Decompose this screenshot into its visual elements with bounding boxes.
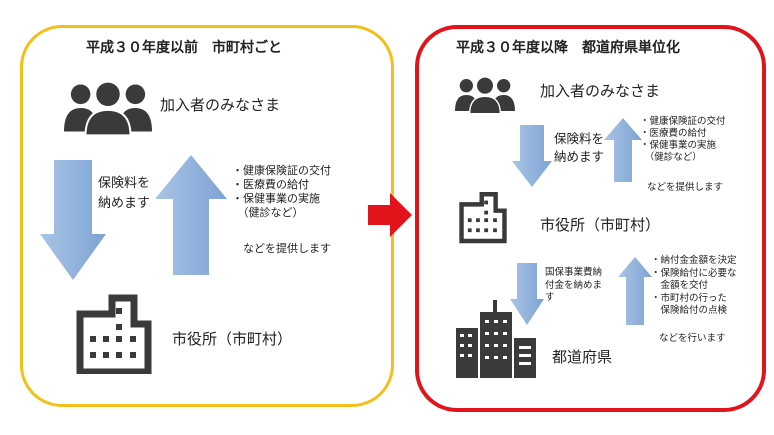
pref-service-item: 金額を交付	[651, 280, 709, 291]
services-list: ・健康保険証の交付・医療費の給付・保健事業の実施 （健診など）	[232, 164, 331, 220]
up-arrow-icon	[155, 155, 227, 275]
people-icon	[455, 76, 515, 114]
people-icon	[64, 80, 152, 136]
service-item: （健診など）	[640, 152, 702, 163]
pref-service-item: ・市町村の行った	[651, 292, 728, 304]
pay2-line: 国保事業費納	[545, 267, 603, 278]
pay-line: 保険料を	[98, 176, 151, 191]
pay2-text: 国保事業費納付金を納めます	[545, 267, 602, 305]
down-arrow-icon	[510, 263, 544, 325]
pref-service-item: ・保険給付に必要な	[651, 267, 737, 279]
members-label: 加入者のみなさま	[540, 82, 661, 100]
city-hall-icon	[459, 184, 507, 250]
pref-tail: などを行います	[659, 333, 726, 344]
service-item: ・医療費の給付	[232, 178, 309, 191]
services-tail: などを提供します	[243, 242, 331, 255]
after-title: 平成３０年度以降 都道府県単位化	[456, 40, 680, 56]
pref-service-item: ・納付金金額を決定	[651, 255, 737, 266]
transition-arrow-icon	[368, 193, 412, 237]
pay-line: 保険料を	[554, 131, 605, 146]
pref-services-list: ・納付金金額を決定・保険給付に必要な 金額を交付・市町村の行った 保険給付の点検	[651, 255, 737, 318]
pay-line: 納めます	[554, 149, 605, 164]
service-item: ・健康保険証の交付	[640, 116, 726, 127]
down-arrow-icon	[40, 160, 106, 280]
after-panel	[415, 25, 766, 412]
down-arrow-icon	[512, 125, 552, 187]
pay2-line: す	[545, 292, 555, 303]
city-hall-icon	[76, 294, 152, 374]
prefecture-label: 都道府県	[552, 348, 613, 366]
pay2-line: 付金を納めま	[545, 279, 603, 291]
pay-text: 保険料を納めます	[98, 174, 150, 214]
service-item: （健診など）	[232, 206, 304, 219]
city-label: 市役所（市町村）	[172, 330, 293, 348]
service-item: ・保健事業の実施	[640, 140, 717, 151]
services-list: ・健康保険証の交付・医療費の給付・保健事業の実施 （健診など）	[640, 116, 726, 164]
up-arrow-icon	[618, 257, 652, 325]
services-tail: などを提供します	[647, 182, 724, 193]
up-arrow-icon	[604, 118, 642, 182]
service-item: ・健康保険証の交付	[232, 164, 331, 177]
prefecture-building-icon	[456, 300, 536, 378]
pay-text: 保険料を納めます	[554, 130, 604, 166]
before-title: 平成３０年度以前 市町村ごと	[86, 40, 282, 56]
members-label: 加入者のみなさま	[160, 96, 281, 114]
city-label: 市役所（市町村）	[540, 216, 661, 234]
service-item: ・医療費の給付	[640, 128, 707, 139]
service-item: ・保健事業の実施	[232, 192, 320, 205]
pay-line: 納めます	[98, 196, 151, 211]
pref-service-item: 保険給付の点検	[651, 305, 728, 316]
